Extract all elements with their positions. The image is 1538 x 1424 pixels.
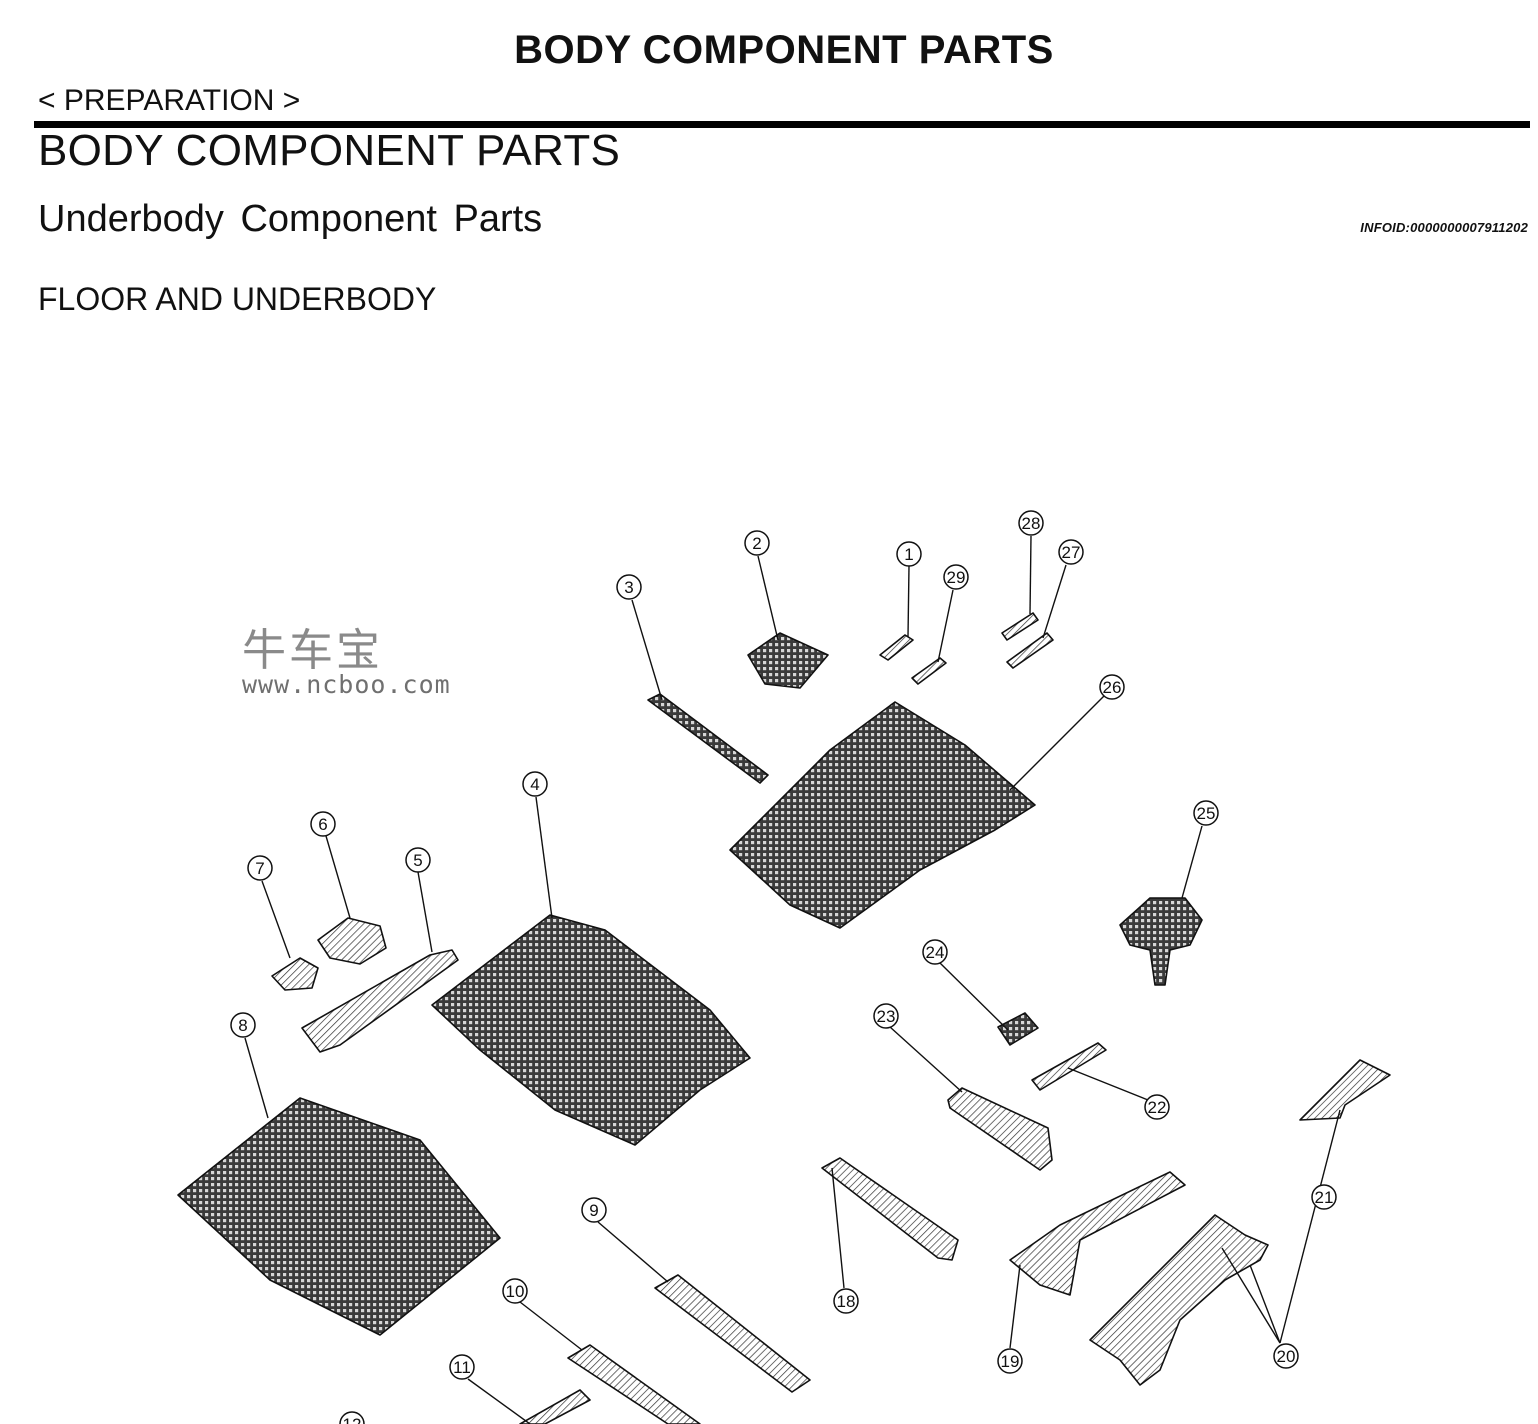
part-10-shape <box>567 1344 701 1424</box>
callout-9-label: 9 <box>589 1201 598 1220</box>
callout-21: 21 <box>1311 1184 1337 1210</box>
part-7-shape <box>271 957 319 991</box>
part-6-shape <box>317 917 387 965</box>
page-header-title: BODY COMPONENT PARTS <box>514 28 1054 72</box>
callout-28-label: 28 <box>1022 514 1041 533</box>
callout-12: 12 <box>339 1411 365 1424</box>
part-11-shape <box>519 1389 591 1424</box>
callout-22: 22 <box>1144 1094 1170 1120</box>
callout-6-label: 6 <box>318 815 327 834</box>
callout-21-label: 21 <box>1315 1188 1334 1207</box>
callout-9: 9 <box>581 1197 607 1223</box>
part-29-shape <box>911 657 947 685</box>
callout-4-label: 4 <box>530 775 539 794</box>
callout-27: 27 <box>1058 539 1084 565</box>
header-rule <box>34 121 1530 128</box>
callout-10-label: 10 <box>506 1282 525 1301</box>
part-25-shape <box>1119 897 1203 986</box>
part-28-shape <box>1001 612 1039 641</box>
info-id: INFOID:0000000007911202 <box>1360 220 1528 235</box>
callout-1-label: 1 <box>904 545 913 564</box>
callout-20-label: 20 <box>1277 1347 1296 1366</box>
callout-1: 1 <box>896 541 922 567</box>
callout-8-label: 8 <box>238 1016 247 1035</box>
callout-6: 6 <box>310 811 336 837</box>
watermark-logo-text: 牛车宝 <box>242 625 383 676</box>
callout-19: 19 <box>997 1348 1023 1374</box>
callout-27-label: 27 <box>1062 543 1081 562</box>
section-label: < PREPARATION > <box>38 84 301 117</box>
callout-11-label: 11 <box>453 1358 471 1377</box>
part-27-shape <box>1006 632 1054 669</box>
part-21-shape <box>1299 1059 1391 1121</box>
callout-24-label: 24 <box>926 943 945 962</box>
page-title: BODY COMPONENT PARTS <box>38 126 621 175</box>
callout-5-label: 5 <box>413 851 422 870</box>
callout-29-label: 29 <box>947 568 966 587</box>
callout-18-label: 18 <box>837 1292 856 1311</box>
callout-7: 7 <box>247 855 273 881</box>
callout-25-label: 25 <box>1197 804 1216 823</box>
callout-5: 5 <box>405 847 431 873</box>
subsection-title: Underbody Component Parts <box>38 198 543 240</box>
callout-8: 8 <box>230 1012 256 1038</box>
part-9-shape <box>654 1274 811 1393</box>
part-4-shape <box>431 914 751 1146</box>
part-2-shape <box>747 632 829 689</box>
callout-12-label: 12 <box>343 1415 362 1424</box>
callout-26-label: 26 <box>1103 678 1122 697</box>
part-8-shape <box>177 1097 501 1336</box>
group-title: FLOOR AND UNDERBODY <box>38 281 437 317</box>
callout-7-label: 7 <box>255 859 264 878</box>
callout-11: 11 <box>449 1354 475 1380</box>
callout-2-label: 2 <box>752 534 761 553</box>
callout-26: 26 <box>1099 674 1125 700</box>
callout-24: 24 <box>922 939 948 965</box>
callout-23: 23 <box>873 1003 899 1029</box>
callout-3: 3 <box>616 574 642 600</box>
callout-19-label: 19 <box>1001 1352 1020 1371</box>
part-5-shape <box>301 949 459 1053</box>
callout-4: 4 <box>522 771 548 797</box>
part-24-shape <box>997 1012 1039 1046</box>
part-23-shape <box>947 1087 1053 1171</box>
callout-25: 25 <box>1193 800 1219 826</box>
callout-29: 29 <box>943 564 969 590</box>
callout-20: 20 <box>1273 1343 1299 1369</box>
callout-10: 10 <box>502 1278 528 1304</box>
callout-3-label: 3 <box>624 578 633 597</box>
callout-2: 2 <box>744 530 770 556</box>
part-3-shape <box>647 693 769 784</box>
part-18-shape <box>821 1157 959 1261</box>
callout-18: 18 <box>833 1288 859 1314</box>
callout-23-label: 23 <box>877 1007 896 1026</box>
part-20-shape <box>1089 1214 1269 1386</box>
part-19-shape <box>1009 1171 1186 1296</box>
part-1-shape <box>879 634 914 661</box>
callout-22-label: 22 <box>1148 1098 1167 1117</box>
part-22-shape <box>1031 1042 1107 1091</box>
part-26-shape <box>729 701 1036 929</box>
callout-28: 28 <box>1018 510 1044 536</box>
watermark-url: www.ncboo.com <box>242 670 451 699</box>
